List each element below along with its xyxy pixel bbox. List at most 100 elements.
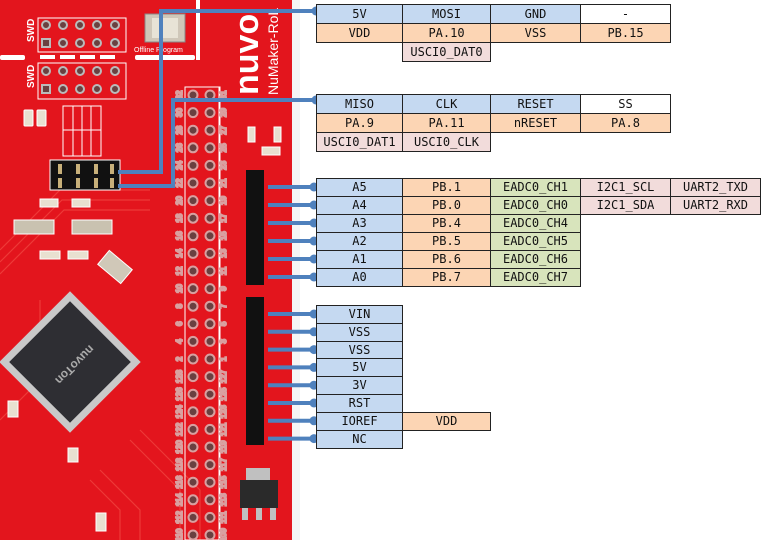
header-pin bbox=[204, 195, 216, 207]
analog-pin-cell: A0 bbox=[316, 268, 403, 287]
pin-number-label: 32 bbox=[175, 90, 184, 99]
power-pin-cell: NC bbox=[316, 429, 403, 449]
header-pin bbox=[204, 423, 216, 435]
pin-number-label: 121 bbox=[219, 422, 228, 436]
header-pin bbox=[204, 511, 216, 523]
header-pin bbox=[187, 388, 199, 400]
pin-number-label: 18 bbox=[175, 213, 184, 222]
adc-channel-cell: EADC0_CH5 bbox=[490, 232, 581, 251]
pin-number-label: 120 bbox=[175, 440, 184, 454]
power-func-cell: VDD bbox=[402, 411, 491, 431]
pin-number-label: 25 bbox=[219, 143, 228, 152]
header-pin bbox=[187, 195, 199, 207]
header-pin bbox=[187, 529, 199, 540]
pin-number-label: 30 bbox=[175, 108, 184, 117]
pin-number-label: 119 bbox=[219, 440, 228, 453]
header-pin bbox=[187, 124, 199, 136]
swd-label: SWD bbox=[26, 19, 37, 42]
pin-number-label: 15 bbox=[219, 231, 228, 240]
nuvoton-logo: nuvo bbox=[228, 14, 266, 95]
header-pin bbox=[187, 318, 199, 330]
pin-number-label: 127 bbox=[219, 369, 228, 383]
header-pin bbox=[187, 423, 199, 435]
header-pin bbox=[204, 283, 216, 295]
pin-number-label: 125 bbox=[219, 387, 228, 401]
icsp-bottom-cell: nRESET bbox=[490, 113, 581, 133]
adc-channel-cell: EADC0_CH6 bbox=[490, 250, 581, 269]
gpio-cell: PB.7 bbox=[402, 268, 491, 287]
header-pin bbox=[187, 212, 199, 224]
header-pin bbox=[204, 406, 216, 418]
pin-number-label: 123 bbox=[219, 405, 228, 419]
pin-number-label: 122 bbox=[175, 422, 184, 436]
power-pin-cell: 3V bbox=[316, 376, 403, 396]
header-pin bbox=[187, 511, 199, 523]
analog-pin-cell: A4 bbox=[316, 196, 403, 215]
pin-number-label: 111 bbox=[219, 511, 228, 524]
pin-number-label: 4 bbox=[175, 339, 184, 344]
uart-cell: UART2_RXD bbox=[670, 196, 761, 215]
header-pin bbox=[204, 247, 216, 259]
header-pin bbox=[204, 494, 216, 506]
power-pin-cell: IOREF bbox=[316, 411, 403, 431]
offline-program-button bbox=[144, 13, 186, 43]
header-pin bbox=[204, 476, 216, 488]
analog-pin-cell: A1 bbox=[316, 250, 403, 269]
analog-pin-cell: A5 bbox=[316, 178, 403, 197]
analog-pin-cell: A3 bbox=[316, 214, 403, 233]
power-pin-cell: 5V bbox=[316, 358, 403, 378]
icsp-top-cell: PA.10 bbox=[402, 23, 491, 43]
pin-number-label: 128 bbox=[175, 369, 184, 383]
header-pin bbox=[187, 230, 199, 242]
header-pin bbox=[204, 459, 216, 471]
pin-number-label: 27 bbox=[219, 125, 228, 134]
pin-number-label: 8 bbox=[175, 303, 184, 308]
icsp-bottom-cell: PA.11 bbox=[402, 113, 491, 133]
pin-number-label: 26 bbox=[175, 143, 184, 152]
header-pin bbox=[204, 124, 216, 136]
pin-number-label: 5 bbox=[219, 321, 228, 326]
header-pin bbox=[187, 476, 199, 488]
header-pin bbox=[187, 441, 199, 453]
header-pin bbox=[187, 89, 199, 101]
pin-number-label: 112 bbox=[175, 510, 184, 523]
pin-number-label: 116 bbox=[175, 475, 184, 488]
pin-number-label: 126 bbox=[175, 387, 184, 401]
header-pin bbox=[204, 89, 216, 101]
header-pin bbox=[204, 300, 216, 312]
header-pin bbox=[187, 459, 199, 471]
pin-number-label: 29 bbox=[219, 108, 228, 117]
offline-program-label: Offline Program bbox=[134, 47, 183, 54]
adc-channel-cell: EADC0_CH7 bbox=[490, 268, 581, 287]
power-pin-cell: VSS bbox=[316, 322, 403, 342]
header-pin bbox=[204, 529, 216, 540]
adc-channel-cell: EADC0_CH0 bbox=[490, 196, 581, 215]
header-pin bbox=[187, 335, 199, 347]
icsp-bottom-cell: PA.8 bbox=[580, 113, 671, 133]
power-pin-cell: VIN bbox=[316, 305, 403, 324]
pin-number-label: 110 bbox=[175, 528, 184, 540]
header-pin bbox=[204, 318, 216, 330]
icsp-header-nu5 bbox=[49, 159, 121, 191]
header-pin bbox=[187, 159, 199, 171]
pin-number-label: 17 bbox=[219, 213, 228, 222]
swd-label: SWD bbox=[26, 65, 37, 88]
header-pin bbox=[204, 212, 216, 224]
header-pin bbox=[187, 300, 199, 312]
i2c-cell: I2C1_SCL bbox=[580, 178, 671, 197]
icsp-top-cell: VDD bbox=[316, 23, 403, 43]
pin-number-label: 22 bbox=[175, 178, 184, 187]
pin-number-label: 23 bbox=[219, 160, 228, 169]
header-pin bbox=[204, 335, 216, 347]
header-pin bbox=[187, 371, 199, 383]
icsp-bottom-cell: PA.9 bbox=[316, 113, 403, 133]
analog-pin-cell: A2 bbox=[316, 232, 403, 251]
pin-number-label: 31 bbox=[219, 90, 228, 99]
pin-number-label: 109 bbox=[219, 528, 228, 540]
gpio-cell: PB.6 bbox=[402, 250, 491, 269]
pin-number-label: 11 bbox=[219, 266, 228, 275]
icsp-bottom-cell: USCI0_CLK bbox=[402, 132, 491, 152]
header-pin bbox=[204, 441, 216, 453]
icsp-bottom-cell: CLK bbox=[402, 94, 491, 114]
pin-number-label: 13 bbox=[219, 248, 228, 257]
